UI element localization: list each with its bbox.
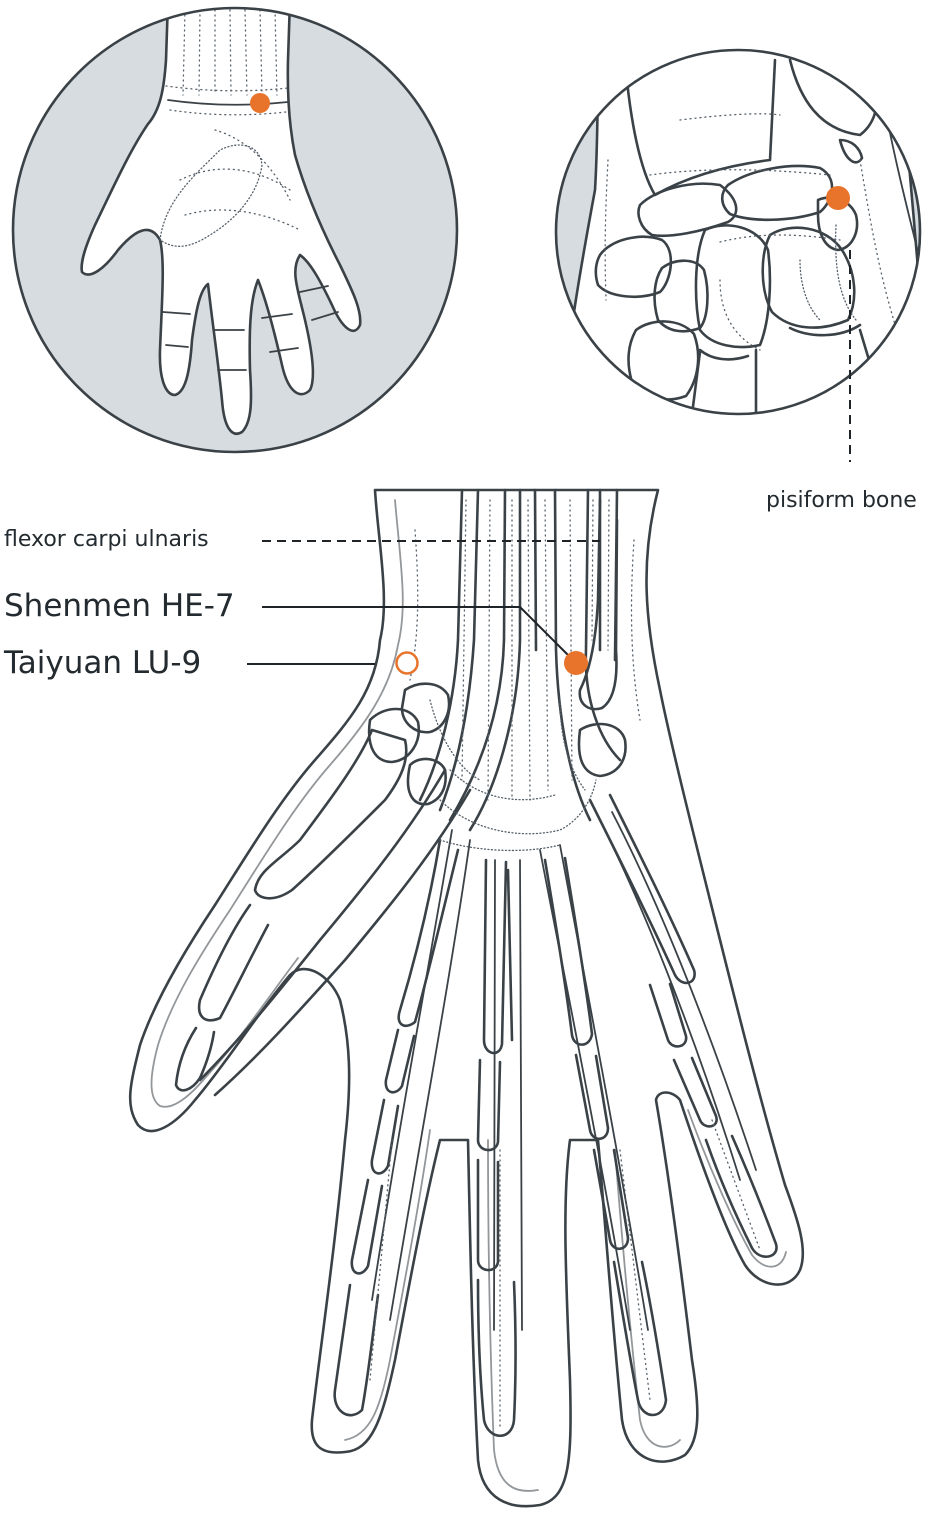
- thumb-phalanges: [174, 903, 270, 1092]
- trapezium-bone: [627, 320, 700, 401]
- middle-finger-bones: [476, 858, 517, 1437]
- ulna-styloid: [838, 138, 864, 164]
- palm-inset-thenar: [159, 144, 263, 247]
- palm-stipple: [429, 699, 597, 852]
- trapezoid-bone: [653, 259, 709, 333]
- taiyuan-label: Taiyuan LU-9: [4, 645, 202, 681]
- triquetrum-bone: [720, 164, 834, 222]
- scaphoid-bone: [594, 235, 673, 298]
- palm-inset: [11, 6, 459, 454]
- hand-anatomy: [128, 488, 805, 1508]
- ring-finger-bones: [543, 856, 668, 1417]
- palm-inset-wrist-crease: [165, 85, 289, 116]
- wrist-inset-outline: [554, 48, 922, 416]
- finger-tendons: [371, 811, 757, 1331]
- carpal-bones: [367, 682, 627, 806]
- wrist-bones-inset: [554, 48, 922, 416]
- thumb-metacarpal: [253, 728, 408, 900]
- index-finger-bones: [333, 838, 460, 1417]
- hamate-bone: [761, 226, 856, 329]
- capitate-bone: [694, 224, 772, 349]
- shenmen-leader-line: [262, 606, 569, 656]
- palm-inset-palm-lines: [179, 129, 301, 231]
- flexor-carpi-ulnaris-tendon: [578, 498, 619, 711]
- tendon-stipple: [369, 499, 761, 1431]
- palm-inset-finger-creases: [162, 285, 339, 371]
- wrist-inset-point-icon: [826, 186, 850, 210]
- shenmen-point-icon: [564, 651, 588, 675]
- wrist-inset-stipple: [604, 113, 901, 351]
- flexor-carpi-ulnaris-label: flexor carpi ulnaris: [4, 527, 209, 552]
- metacarpal-bases: [688, 323, 892, 414]
- lunate-bone: [637, 182, 738, 238]
- palm-inset-wrist-crease: [167, 99, 289, 106]
- shenmen-label: Shenmen HE-7: [4, 588, 235, 624]
- palm-inset-outline: [11, 6, 459, 454]
- palm-inset-hand: [80, 8, 362, 435]
- taiyuan-point-icon: [395, 651, 419, 675]
- palm-inset-point-icon: [250, 93, 270, 113]
- hand-inner-outline: [150, 499, 787, 1492]
- thumb-tendon: [198, 768, 472, 1097]
- wrist-inset-stipple: [799, 224, 857, 321]
- pisiform-bone-label: pisiform bone: [766, 488, 917, 513]
